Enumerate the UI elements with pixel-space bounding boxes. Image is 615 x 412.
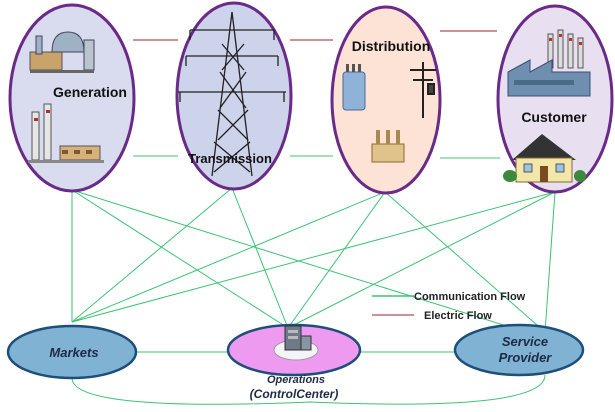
customer-label: Customer — [521, 109, 587, 125]
factory-icon — [507, 29, 591, 97]
markets-label: Markets — [49, 345, 98, 360]
operations-node: Operations (ControlCenter) — [226, 323, 362, 401]
markets-node: Markets — [6, 324, 138, 380]
transmission-tower-icon — [178, 11, 286, 177]
service-provider-label-line2: Provider — [499, 350, 553, 365]
house-icon — [503, 134, 586, 183]
distribution-node: Distribution — [330, 5, 442, 195]
nuclear-plant-icon — [29, 31, 95, 73]
service-provider-node: Service Provider — [453, 323, 585, 377]
distribution-ellipse — [330, 5, 442, 195]
power-plant-icon — [28, 103, 104, 163]
distribution-label: Distribution — [352, 38, 431, 54]
communication-flow-lines — [71, 155, 556, 405]
transmission-label: Transmission — [188, 151, 272, 166]
legend: Communication Flow Electric Flow — [372, 291, 526, 322]
generation-label: Generation — [53, 84, 127, 100]
service-provider-ellipse — [453, 323, 585, 377]
utility-pole-icon — [410, 62, 436, 118]
service-provider-label-line1: Service — [502, 334, 548, 349]
operations-label-line1: Operations — [267, 374, 325, 386]
generation-node: Generation — [8, 3, 136, 193]
customer-node: Customer — [496, 4, 614, 194]
transformer-icon — [342, 64, 366, 111]
transmission-ellipse — [175, 1, 293, 191]
electric-flow-lines — [133, 30, 497, 41]
communication-flow-label: Communication Flow — [414, 291, 526, 303]
substation-icon — [371, 130, 405, 163]
transmission-node: Transmission — [175, 1, 293, 191]
electric-flow-label: Electric Flow — [424, 310, 492, 322]
markets-ellipse — [6, 324, 138, 380]
operations-label-line2: (ControlCenter) — [250, 387, 339, 401]
control-center-icon — [273, 325, 319, 361]
